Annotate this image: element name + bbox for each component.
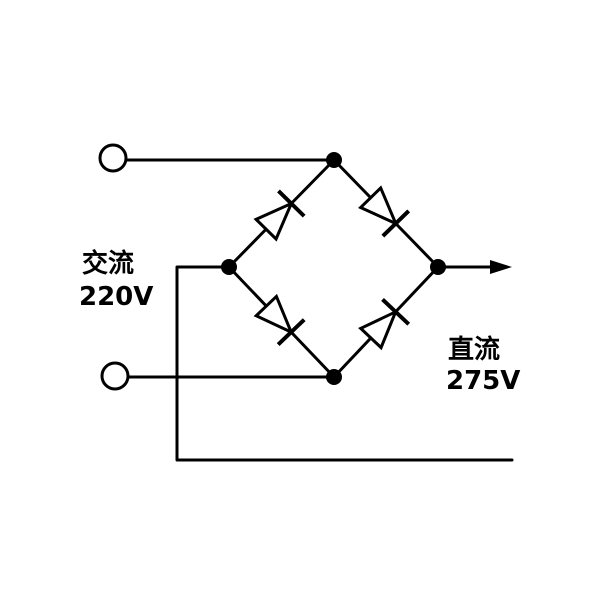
input-terminal-bottom (100, 361, 130, 391)
diode-lower-right (358, 298, 411, 351)
junction-right (430, 259, 446, 275)
output-arrow-icon (490, 260, 512, 274)
diode-upper-right (358, 185, 411, 238)
input-terminal-top (98, 143, 128, 173)
diode-lower-left (253, 293, 306, 347)
diode-upper-left (253, 189, 306, 242)
wire-return (175, 265, 514, 462)
ac-type-label: 交流 (82, 249, 135, 279)
dc-type-label: 直流 (448, 335, 501, 365)
junction-top (326, 152, 342, 168)
dc-voltage-label: 275V (446, 366, 521, 396)
junction-left (221, 259, 237, 275)
ac-voltage-label: 220V (79, 282, 154, 312)
junction-bottom (326, 369, 342, 385)
